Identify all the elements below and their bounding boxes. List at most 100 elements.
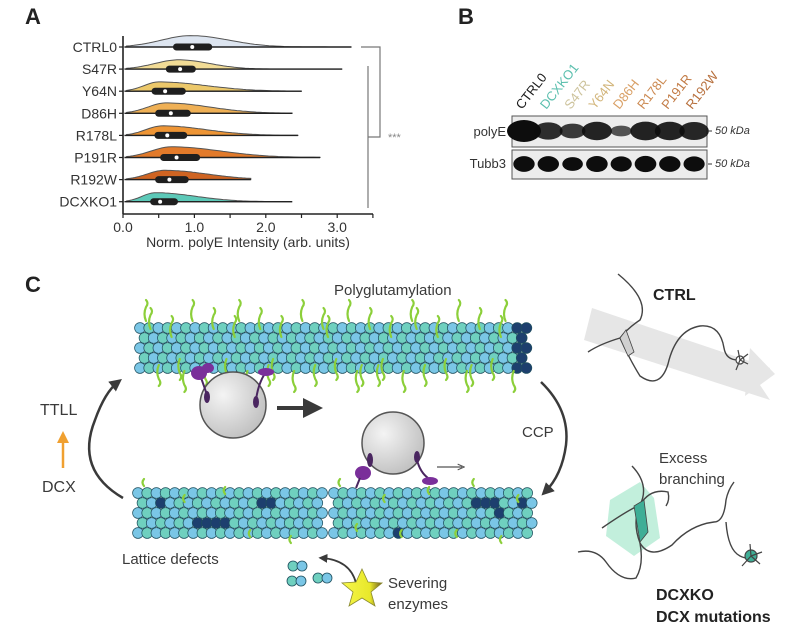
category-label: R192W (70, 172, 117, 188)
migration-direction-arrow-icon (584, 308, 770, 400)
polye-band (534, 122, 563, 140)
glutamate-chain (359, 363, 365, 388)
tubulin-subunit (520, 342, 533, 354)
glutamate-chain (211, 306, 217, 331)
polye-band (559, 123, 586, 139)
lane-label: R192W (683, 68, 722, 112)
glutamate-chain (312, 363, 318, 388)
glutamate-chain (333, 357, 339, 382)
severing-enzymes-label: Severing enzymes (388, 573, 448, 615)
violin-s47r (124, 59, 343, 73)
glutamate-chain (399, 528, 403, 539)
glutamate-chain (498, 314, 504, 339)
tubb3-band (513, 156, 535, 172)
excess-label-line1: Excess (659, 450, 708, 467)
tubulin-subunit (311, 517, 324, 529)
motor-protein-icon (191, 363, 214, 403)
category-label: D86H (81, 105, 117, 121)
polye-marker-label: 50 kDa (715, 125, 750, 137)
x-tick-label: 3.0 (327, 219, 347, 235)
glutamate-chain (320, 306, 327, 331)
x-tick-label: 1.0 (185, 219, 205, 235)
excess-label-line2: branching (659, 471, 725, 488)
tubulin-subunit (521, 487, 533, 499)
polye-band (654, 121, 685, 141)
violin-density (126, 169, 252, 181)
glutamate-chain (143, 298, 149, 323)
polye-row-label: polyE (473, 124, 506, 139)
glutamate-chain (498, 534, 503, 545)
category-label: CTRL0 (73, 39, 118, 55)
ttll-label: TTLL (40, 402, 78, 419)
x-tick-label: 0.0 (113, 219, 133, 235)
violin-iqr-box (155, 176, 189, 184)
violin-d86h (124, 102, 293, 117)
vesicle-cargo-bottom (355, 411, 438, 489)
violin-series-group (124, 35, 352, 206)
growth-cone-icon (735, 349, 749, 371)
violin-median-point (174, 155, 179, 160)
lane-label: Y64N (585, 77, 617, 112)
glutamate-chain (464, 369, 470, 394)
violin-iqr-box (155, 109, 191, 117)
glutamate-chain (222, 485, 227, 496)
tubulin-subunit (520, 362, 533, 374)
glutamate-chain (515, 493, 520, 504)
tubulin-subunit (311, 497, 324, 509)
glutamate-chain (346, 298, 352, 323)
category-label: DCXKO1 (59, 194, 117, 210)
violin-iqr-box (151, 87, 186, 95)
category-label: Y64N (82, 83, 117, 99)
glutamate-chain (435, 314, 441, 339)
severing-enzyme-star-icon (340, 568, 384, 607)
tubulin-subunit (521, 527, 533, 539)
glutamate-chain (190, 298, 196, 323)
polye-band (581, 121, 612, 141)
severing-label-line1: Severing (388, 575, 448, 592)
glutamate-chain (299, 298, 305, 323)
tubb3-band (659, 156, 681, 172)
glutamate-chain (502, 298, 509, 323)
glutamate-chain (375, 363, 381, 388)
tubulin-subunit (515, 332, 528, 344)
dcx-label: DCX (42, 479, 76, 496)
violin-r192w (124, 169, 252, 184)
polye-band (507, 120, 541, 142)
glutamate-chain (443, 357, 449, 382)
tubb3-band (586, 155, 608, 173)
polye-band (679, 122, 709, 140)
tubb3-row-label: Tubb3 (470, 156, 506, 171)
glutamate-chain (177, 357, 183, 382)
violin-p191r (124, 146, 321, 161)
microtubule-deglutamylated (328, 477, 538, 545)
violin-iqr-box (154, 131, 188, 139)
x-axis-label: Norm. polyE Intensity (arb. units) (146, 234, 350, 250)
tubb3-band (610, 156, 632, 172)
severing-arrow-icon (318, 553, 357, 584)
glutamate-chain (477, 306, 483, 331)
excess-branching-label: Excess branching (659, 448, 725, 490)
glutamate-chain (471, 477, 475, 488)
tubulin-subunit (515, 352, 528, 364)
violin-median-point (178, 67, 183, 72)
schematic-diagram (57, 273, 775, 607)
dcxko-label-line2: DCX mutations (656, 609, 771, 626)
glutamate-chain (454, 528, 458, 539)
violin-median-point (167, 177, 172, 182)
dcxko-label: DCXKO DCX mutations (656, 585, 771, 629)
glutamate-chain (236, 298, 242, 323)
significance-stars: *** (388, 132, 402, 144)
dcxko-neuron (577, 465, 763, 580)
tubulin-subunit (521, 507, 533, 519)
violin-median-point (168, 111, 173, 116)
tubb3-band (683, 156, 705, 172)
glutamate-chain (278, 314, 284, 339)
tubulin-subunit (520, 322, 533, 334)
violin-y64n (124, 81, 302, 95)
glutamate-chain (354, 522, 359, 533)
glutamate-chain (337, 477, 342, 488)
glutamate-chain (247, 528, 252, 539)
significance-bracket (361, 46, 381, 208)
glutamate-chain (367, 306, 373, 331)
